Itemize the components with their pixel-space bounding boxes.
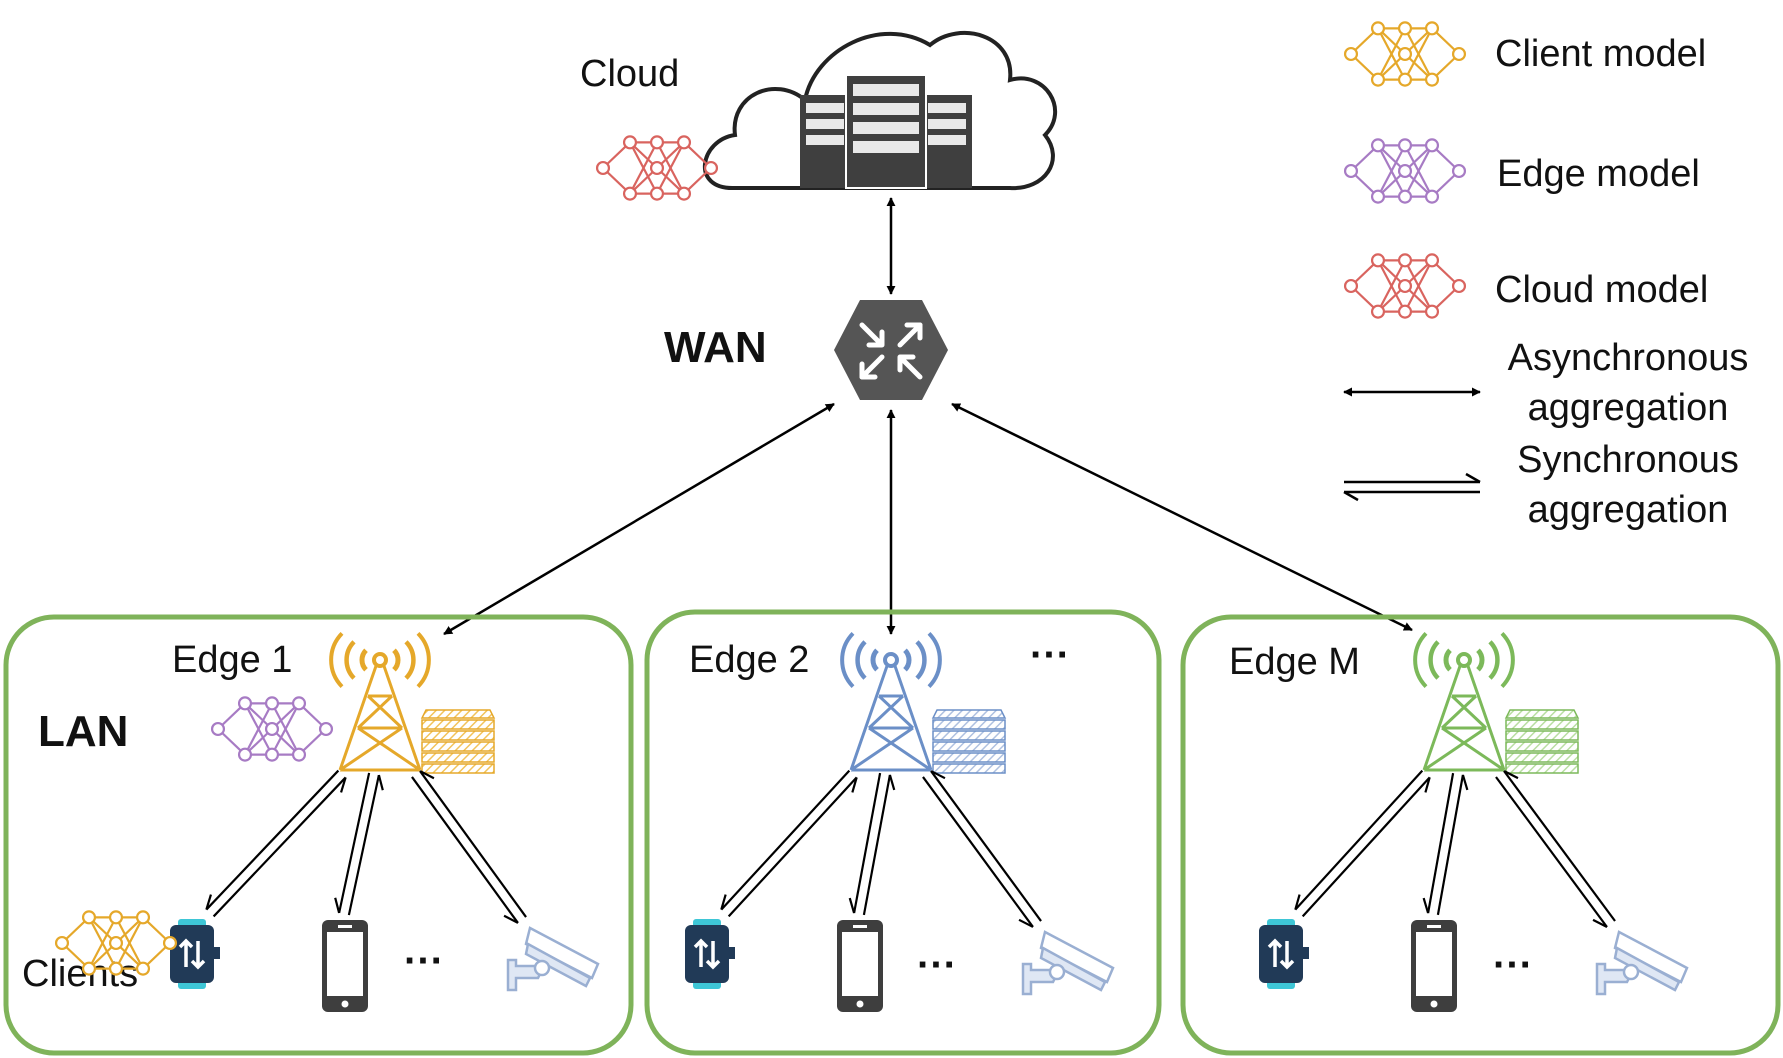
security-camera-icon	[1021, 930, 1115, 996]
neural-network-icon	[54, 910, 178, 976]
lan-label: LAN	[38, 707, 128, 756]
legend: Client model Edge model Cloud model Asyn…	[1343, 21, 1749, 531]
client-group: ···	[170, 769, 600, 1012]
lan-box-edgem	[1180, 614, 1781, 1056]
edge-server-icon	[420, 709, 496, 774]
clients-ellipsis: ···	[404, 939, 444, 983]
neural-network-icon	[595, 135, 719, 201]
lan-box-edge2	[644, 609, 1162, 1056]
edge-server-icon	[1504, 709, 1580, 774]
client-group: ···	[685, 769, 1115, 1012]
legend-sync-line2: aggregation	[1528, 489, 1729, 531]
neural-network-icon	[1343, 138, 1467, 204]
neural-network-icon	[210, 696, 334, 762]
wan-label: WAN	[664, 323, 767, 372]
security-camera-icon	[506, 926, 600, 992]
security-camera-icon	[1595, 930, 1689, 996]
legend-cloud-model: Cloud model	[1495, 269, 1708, 311]
legend-sync-arrow	[1343, 472, 1481, 502]
phone-icon	[837, 920, 883, 1012]
edgem-label: Edge M	[1229, 641, 1360, 683]
async-arrow-wan-edgem	[951, 402, 1413, 632]
lan-box-edge1	[3, 614, 634, 1056]
sync-arrow	[1294, 769, 1431, 918]
cell-tower-icon	[840, 632, 942, 772]
cloud-label: Cloud	[580, 53, 679, 95]
cloud-group: Cloud	[580, 30, 1058, 191]
sync-arrow	[848, 772, 896, 916]
clients-ellipsis: ···	[1493, 943, 1533, 987]
server-rack-icon	[800, 74, 972, 189]
edges-ellipsis: ···	[1030, 633, 1070, 677]
legend-async-line2: aggregation	[1528, 387, 1729, 429]
sync-arrow	[1422, 772, 1469, 916]
smartwatch-icon	[170, 919, 220, 989]
router-icon	[834, 300, 948, 400]
async-arrow-wan-edge1	[443, 402, 835, 636]
sync-arrow	[411, 770, 527, 924]
sync-arrow	[205, 769, 347, 918]
edge2-label: Edge 2	[689, 639, 809, 681]
phone-icon	[1411, 920, 1457, 1012]
client-group: ···	[1259, 769, 1689, 1012]
legend-edge-model: Edge model	[1497, 153, 1700, 195]
cell-tower-icon	[1413, 632, 1515, 772]
legend-sync-line1: Synchronous	[1517, 439, 1739, 481]
neural-network-icon	[1343, 21, 1467, 87]
phone-icon	[322, 920, 368, 1012]
neural-network-icon	[1343, 253, 1467, 319]
sync-arrow	[1495, 770, 1616, 928]
legend-client-model: Client model	[1495, 33, 1706, 75]
cell-tower-icon	[329, 632, 431, 772]
edge-server-icon	[931, 709, 1007, 774]
sync-arrow	[334, 772, 384, 916]
smartwatch-icon	[685, 919, 735, 989]
sync-arrow	[922, 770, 1042, 928]
smartwatch-icon	[1259, 919, 1309, 989]
edge1-label: Edge 1	[172, 639, 292, 681]
clients-ellipsis: ···	[917, 943, 957, 987]
legend-async-line1: Asynchronous	[1508, 337, 1749, 379]
sync-arrow	[720, 769, 858, 918]
